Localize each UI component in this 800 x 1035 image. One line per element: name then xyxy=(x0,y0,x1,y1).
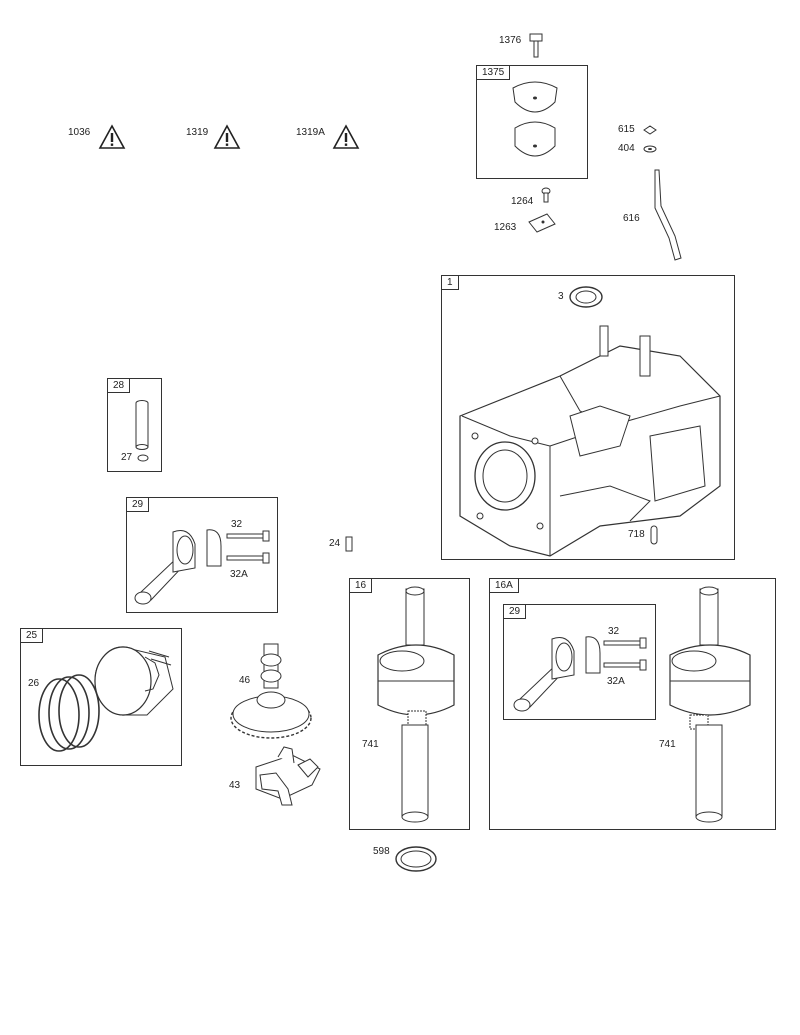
crankshaft-drawing xyxy=(377,586,455,823)
rod-bolts-drawing xyxy=(226,530,270,564)
group-tag-16a: 16A xyxy=(489,578,519,593)
cover-plates-drawing xyxy=(512,81,558,157)
part-label-3: 3 xyxy=(558,291,564,302)
piston-drawing xyxy=(94,646,174,716)
part-label-1376: 1376 xyxy=(499,35,522,46)
rod-bolts-drawing-inner xyxy=(603,637,647,671)
part-label-741-16a: 741 xyxy=(659,739,676,750)
part-label-1263: 1263 xyxy=(494,222,517,233)
part-label-26: 26 xyxy=(28,678,40,689)
warning-triangle-icon xyxy=(98,124,126,149)
group-box-16a: 16A 29 32 32A 741 xyxy=(489,578,776,830)
group-tag-16: 16 xyxy=(349,578,373,593)
group-box-16: 16 741 xyxy=(349,578,470,830)
part-label-32a: 32A xyxy=(230,569,248,580)
group-tag-1375: 1375 xyxy=(476,65,511,80)
valve-guide-drawing xyxy=(135,400,149,450)
warning-triangle-icon xyxy=(332,124,360,149)
bracket-1263-drawing xyxy=(528,213,556,233)
group-tag-29: 29 xyxy=(126,497,150,512)
part-label-43: 43 xyxy=(229,780,241,791)
warning-label-1319: 1319 xyxy=(186,127,209,138)
pin-718-drawing xyxy=(650,525,658,545)
group-tag-25: 25 xyxy=(20,628,44,643)
connecting-rod-drawing-inner xyxy=(513,636,601,712)
group-box-25: 25 26 xyxy=(20,628,182,766)
group-box-1375: 1375 xyxy=(476,65,588,179)
retainer-27-drawing xyxy=(137,454,149,462)
group-box-29-inner: 29 32 32A xyxy=(503,604,656,720)
washers-drawing xyxy=(643,125,657,153)
connecting-rod-drawing xyxy=(134,529,222,605)
part-label-32-inner: 32 xyxy=(608,626,620,637)
seal-3-drawing xyxy=(569,286,603,308)
part-label-27: 27 xyxy=(121,452,133,463)
group-tag-1: 1 xyxy=(441,275,459,290)
dipstick-drawing xyxy=(654,169,682,261)
screw-1264-drawing xyxy=(541,187,551,203)
part-label-24: 24 xyxy=(329,538,341,549)
part-label-46: 46 xyxy=(239,675,251,686)
part-label-32: 32 xyxy=(231,519,243,530)
group-tag-29-inner: 29 xyxy=(503,604,527,619)
part-label-598: 598 xyxy=(373,846,390,857)
group-box-1: 1 3 718 xyxy=(441,275,735,560)
part-label-616: 616 xyxy=(623,213,640,224)
piston-rings-drawing xyxy=(38,674,100,752)
part-label-32a-inner: 32A xyxy=(607,676,625,687)
warning-label-1036: 1036 xyxy=(68,127,91,138)
group-box-29: 29 32 32A xyxy=(126,497,278,613)
gasket-598-drawing xyxy=(395,846,437,872)
crankshaft-drawing-16a xyxy=(669,586,751,823)
part-label-1264: 1264 xyxy=(511,196,534,207)
camshaft-gear-drawing xyxy=(230,643,312,739)
governor-drawing xyxy=(255,746,321,806)
dowel-24-drawing xyxy=(345,536,353,552)
part-label-404: 404 xyxy=(618,143,635,154)
warning-triangle-icon xyxy=(213,124,241,149)
part-label-718: 718 xyxy=(628,529,645,540)
part-label-615: 615 xyxy=(618,124,635,135)
warning-label-1319a: 1319A xyxy=(296,127,325,138)
group-box-28: 28 27 xyxy=(107,378,162,472)
group-tag-28: 28 xyxy=(107,378,131,393)
part-label-741: 741 xyxy=(362,739,379,750)
cylinder-block-drawing xyxy=(459,325,721,557)
bolt-1376-drawing xyxy=(529,33,543,58)
